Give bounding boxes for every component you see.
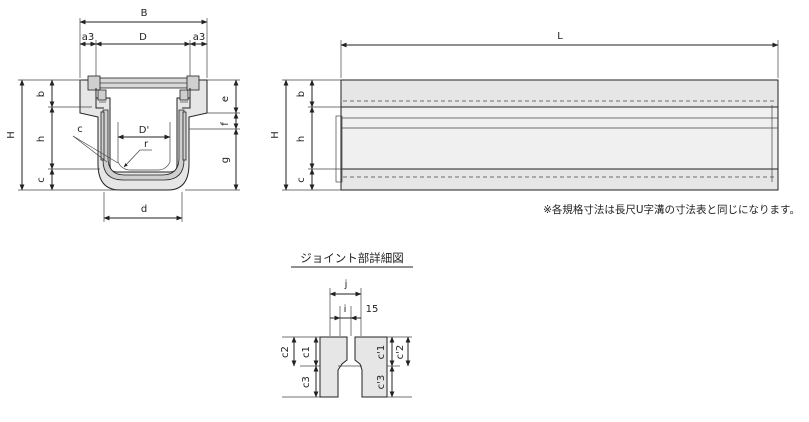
dimension-f-label: f — [220, 122, 231, 126]
leader-c-label: c — [77, 124, 83, 135]
dimension-a3-left-label: a3 — [82, 32, 95, 43]
joint-left-block — [319, 336, 348, 398]
joint-c1-left-label: c1 — [301, 346, 312, 358]
dimension-h-label: h — [36, 136, 47, 142]
joint-c2-right-label: c'2 — [395, 345, 406, 360]
dimension-j-label: j — [344, 279, 348, 290]
dimension-e-label: e — [220, 96, 231, 102]
joint-c3-left-label: c3 — [301, 376, 312, 388]
joint-c1-right-label: c'1 — [376, 345, 387, 360]
joint-detail-title: ジョイント部詳細図 — [300, 251, 404, 265]
joint-detail: ジョイント部詳細図 j i 15 c2 c1 c3 — [280, 251, 413, 398]
side-c-label: c — [296, 177, 307, 183]
joint-c2-left-label: c2 — [280, 346, 291, 358]
dimension-a3-right-label: a3 — [193, 32, 206, 43]
joint-right-block — [354, 336, 388, 398]
dimension-D-prime-label: D' — [139, 125, 149, 136]
dimension-d-label: d — [141, 204, 147, 215]
dimension-B-label: B — [141, 8, 148, 19]
side-view: L H b h c — [270, 31, 779, 191]
dimension-H-label: H — [6, 131, 17, 139]
radius-r-label: r — [144, 139, 149, 150]
dimension-c-label: c — [36, 177, 47, 183]
joint-c3-right-label: c'3 — [376, 375, 387, 390]
side-h-label: h — [296, 136, 307, 142]
dimension-g-label: g — [220, 157, 231, 163]
cross-section-view: B a3 D a3 — [6, 8, 240, 222]
side-H-label: H — [270, 131, 281, 139]
standard-dimensions-note: ※各規格寸法は長尺U字溝の寸法表と同じになります。 — [543, 203, 800, 216]
dimension-i-label: i — [344, 304, 347, 315]
dimension-15-label: 15 — [366, 304, 379, 315]
side-b-label: b — [296, 91, 307, 97]
dimension-L-label: L — [557, 31, 563, 42]
dimension-b-label: b — [36, 91, 47, 97]
dimension-D-label: D — [139, 32, 147, 43]
steel-u-liner — [102, 109, 185, 181]
